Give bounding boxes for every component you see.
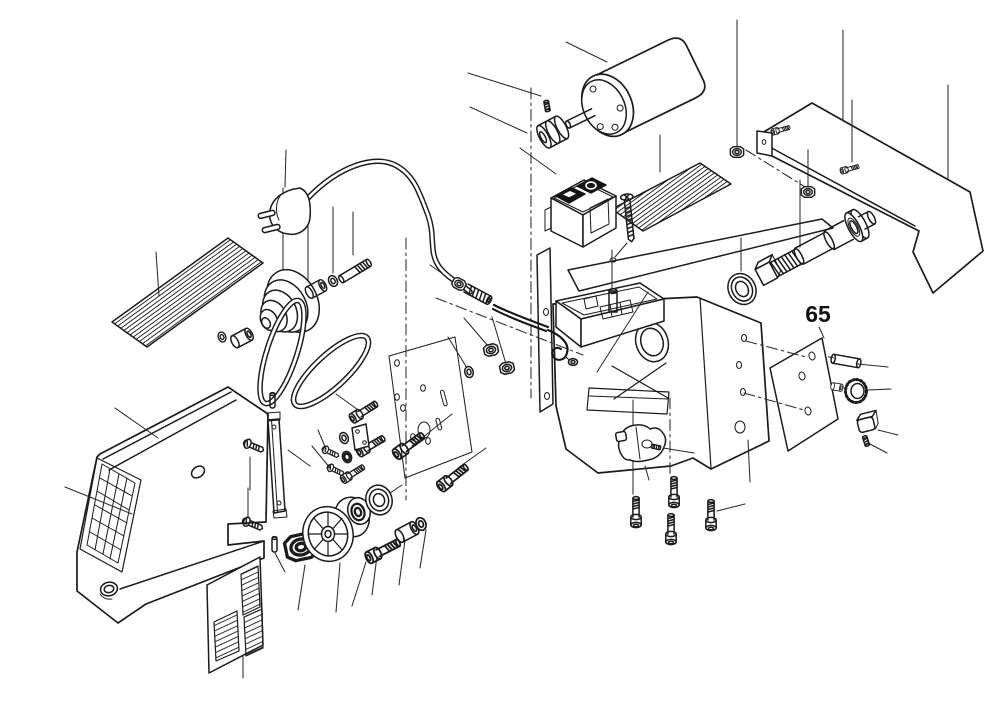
- clamp-pin: [827, 353, 862, 369]
- washer: [325, 273, 341, 289]
- terminal-block: [555, 282, 665, 348]
- socket-screw: [630, 495, 642, 529]
- part-callout-65: 65: [805, 301, 831, 327]
- hex-nut: [729, 145, 745, 159]
- knurled-knob: [829, 378, 868, 404]
- hex-nut: [498, 360, 516, 376]
- spindle-ball-bearing: [727, 272, 757, 306]
- hex-bolt: [362, 535, 404, 566]
- foot-grommet: [99, 581, 119, 600]
- v-belt: [257, 297, 372, 410]
- link-plate: [351, 423, 370, 451]
- motor-mount: [614, 424, 667, 463]
- bottom-cap-screws: [630, 475, 717, 546]
- hinge-pin: [271, 535, 278, 553]
- motor: [564, 37, 706, 138]
- set-screw: [861, 434, 871, 448]
- spec-label-plate: [206, 556, 264, 674]
- motor-pulley: [536, 115, 570, 149]
- spacer-bushing: [228, 326, 256, 350]
- switch-button-off: [576, 177, 607, 194]
- threaded-stud: [336, 257, 374, 285]
- set-screw: [543, 99, 551, 113]
- fastener-cluster: [320, 398, 472, 494]
- socket-screw: [705, 498, 717, 532]
- wires: [491, 303, 579, 367]
- socket-screw: [668, 475, 680, 509]
- square-cap-nut: [856, 409, 879, 434]
- spindle-shaft: [754, 208, 877, 287]
- housing-cover: [76, 386, 269, 624]
- socket-screw: [665, 512, 677, 546]
- ribbed-mat-left: [111, 237, 264, 348]
- hinge-pin: [269, 391, 276, 409]
- hex-nut: [482, 342, 500, 358]
- vent-grid-window: [79, 457, 142, 573]
- power-cord-plug: [257, 158, 473, 295]
- hex-nut: [800, 185, 816, 199]
- power-plug: [257, 187, 312, 236]
- ghost-mounting-plate: [388, 336, 473, 479]
- washer: [337, 430, 351, 446]
- base-plate: [567, 218, 834, 292]
- power-switch: [544, 177, 617, 248]
- belt-guard-cover: [756, 102, 984, 294]
- capacitor: [608, 287, 618, 313]
- main-body: [536, 247, 770, 474]
- nut-cluster: [462, 342, 516, 380]
- socket-screw: [347, 398, 381, 425]
- pan-screw: [320, 444, 341, 461]
- ball-bearing: [365, 484, 393, 516]
- plate65-hardware: [827, 353, 879, 448]
- washer-dark: [341, 450, 353, 464]
- cover-hole: [190, 465, 206, 479]
- adjustment-plate-65: [769, 337, 839, 452]
- pulley-assembly: [281, 484, 429, 566]
- washer: [462, 364, 476, 380]
- centerlines: [405, 87, 811, 501]
- cable-grommet: [449, 275, 579, 367]
- washer: [216, 330, 228, 344]
- socket-screw: [434, 460, 472, 494]
- bracket-bar: [240, 391, 288, 553]
